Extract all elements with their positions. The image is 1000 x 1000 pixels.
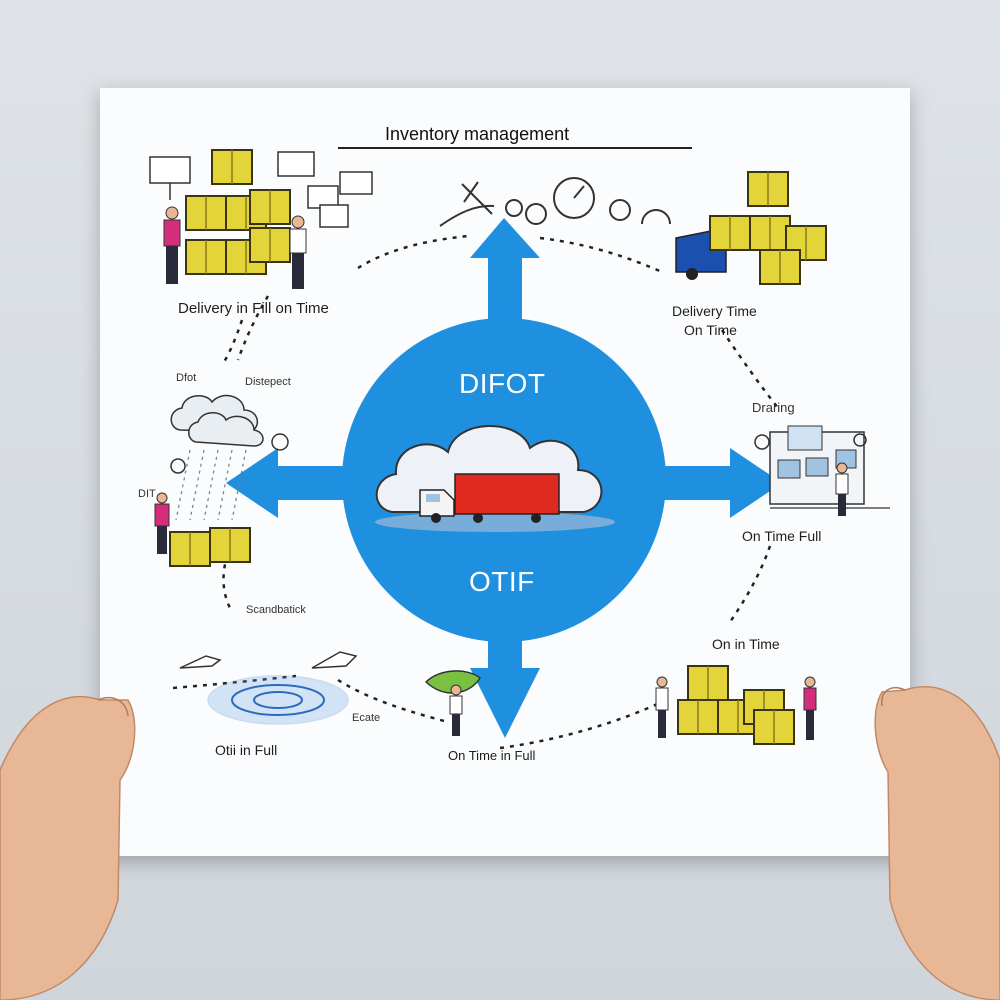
center-label-difot: DIFOT	[459, 368, 546, 399]
label-bottom-center: On Time in Full	[448, 748, 536, 763]
label-dfot: Dfot	[176, 372, 197, 384]
label-bottom-right: On in Time	[712, 636, 780, 652]
leaf-person-bottom-center	[424, 670, 481, 736]
arrow-up	[470, 218, 540, 330]
diagram-title: Inventory management	[385, 124, 570, 144]
label-sandwich: Scandbatick	[246, 604, 306, 616]
rain-scene-left	[154, 394, 289, 567]
truck-scene-top-right	[675, 171, 827, 285]
dotted-cycle-path	[172, 234, 779, 750]
label-bottom-left-small: Ecate	[352, 712, 381, 724]
left-hand	[0, 696, 136, 1000]
warehouse-scene-right	[754, 425, 890, 516]
title-underline	[338, 147, 692, 149]
truck-trailer	[454, 473, 560, 515]
label-top-right-2: On Time	[684, 322, 737, 338]
truck-cab	[419, 489, 455, 517]
center-hub	[226, 218, 782, 738]
arrow-down	[470, 612, 540, 738]
label-dispatch: Distepect	[245, 376, 291, 388]
label-top-right-1: Delivery Time	[672, 303, 757, 319]
water-scene-bottom-left	[179, 651, 358, 725]
tools-and-gauges	[439, 177, 671, 227]
label-top-left: Delivery in Fill on Time	[178, 300, 329, 317]
label-bottom-left: Otii in Full	[215, 742, 278, 758]
warehouse-scene-top-left	[149, 149, 373, 289]
label-left-small: DIT	[138, 488, 156, 500]
arrow-right	[662, 448, 782, 518]
label-right: On Time Full	[742, 528, 822, 544]
right-hand	[874, 686, 1000, 1000]
arrow-left	[226, 448, 345, 518]
warehouse-scene-bottom-right	[655, 665, 817, 745]
label-draining: Draring	[752, 400, 795, 415]
center-label-otif: OTIF	[469, 566, 535, 597]
